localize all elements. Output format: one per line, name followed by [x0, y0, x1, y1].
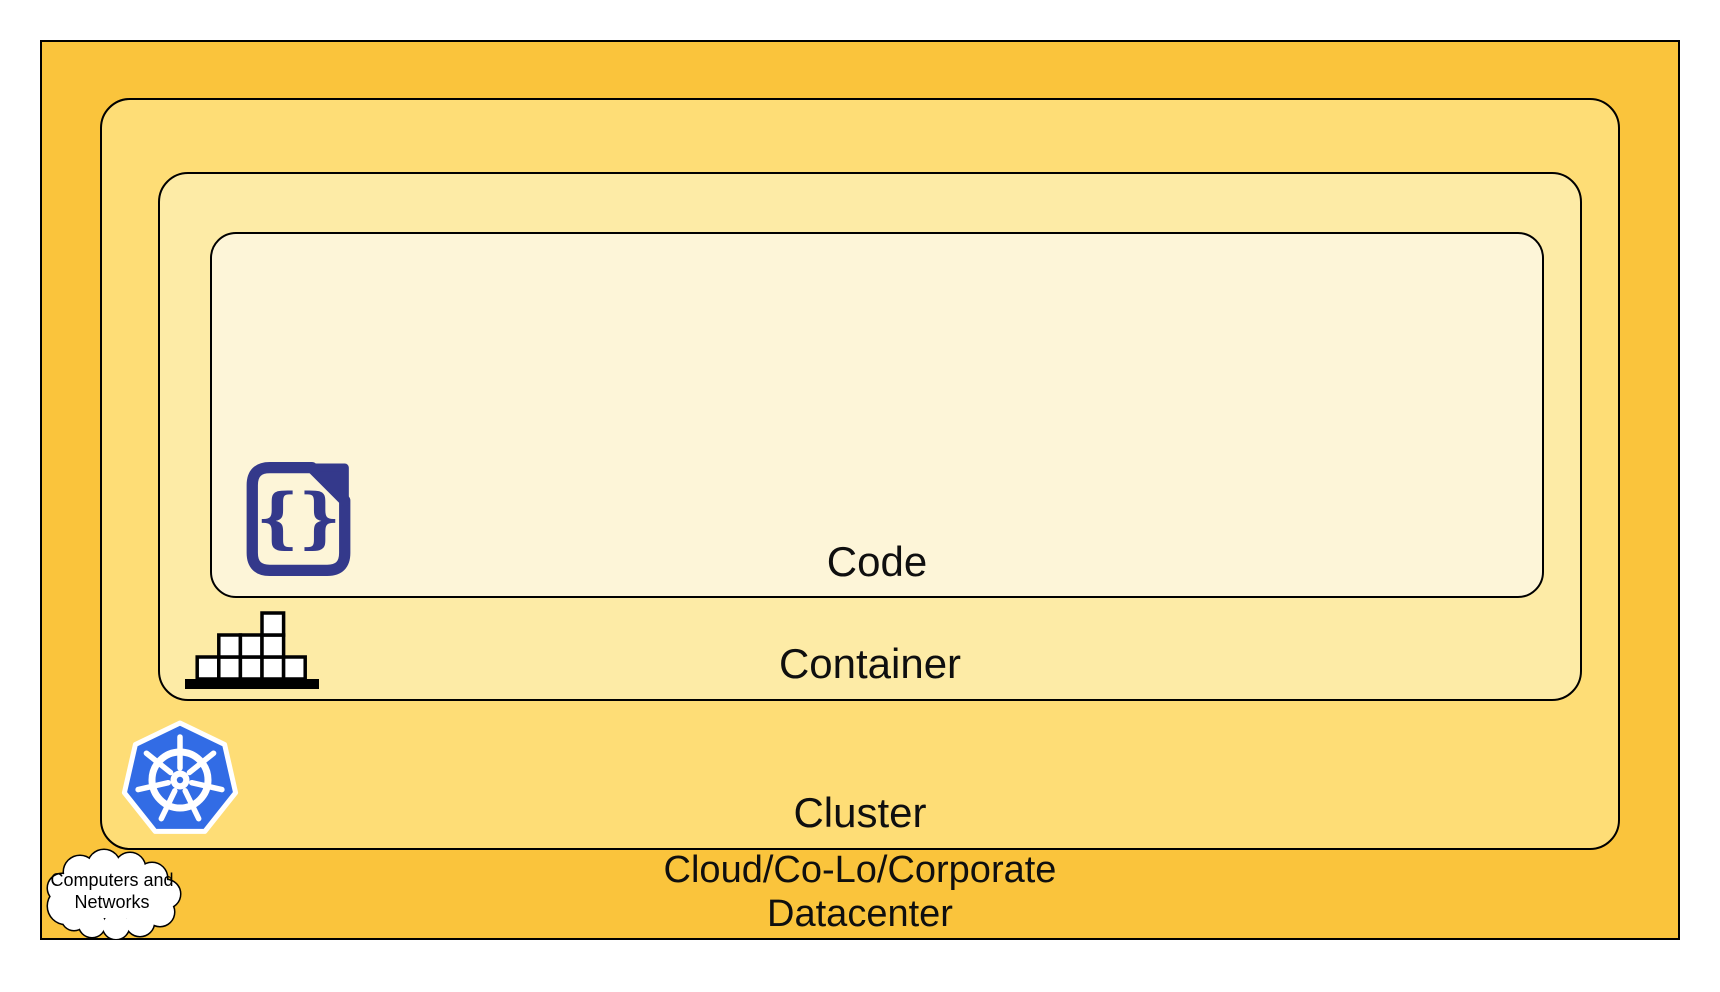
- container-platform: [185, 679, 319, 689]
- code-file-outline: [246, 461, 351, 577]
- container-label: Container: [778, 639, 962, 687]
- layer-cluster: {} Code: [100, 98, 1620, 850]
- kubernetes-wheel-hub-hole: [176, 776, 184, 784]
- layer-datacenter: {} Code: [40, 40, 1680, 940]
- datacenter-label-line2: Datacenter: [767, 892, 953, 935]
- cluster-label: Cluster: [793, 788, 927, 836]
- code-file-fold: [305, 463, 349, 507]
- code-label: Code: [826, 537, 928, 585]
- datacenter-label: Cloud/Co-Lo/Corporate Datacenter: [42, 848, 1678, 936]
- code-file-icon: {}: [242, 458, 355, 580]
- kubernetes-icon: [120, 716, 240, 840]
- cloud-text-line2: Networks: [74, 891, 150, 912]
- code-braces-glyph: {}: [256, 479, 341, 557]
- cloud-callout-text: Computers and Networks: [44, 870, 180, 914]
- kubernetes-wheel-ring: [148, 748, 212, 812]
- layer-container: {} Code: [158, 172, 1582, 701]
- cloud-text-line1: Computers and: [50, 870, 174, 890]
- container-stack-icon: [182, 610, 322, 690]
- datacenter-label-line1: Cloud/Co-Lo/Corporate: [663, 848, 1057, 891]
- computers-networks-cloud: Computers and Networks: [36, 846, 188, 940]
- cloud-icon: [46, 848, 182, 940]
- layer-code: {} Code: [210, 232, 1544, 598]
- container-boxes: [195, 611, 307, 681]
